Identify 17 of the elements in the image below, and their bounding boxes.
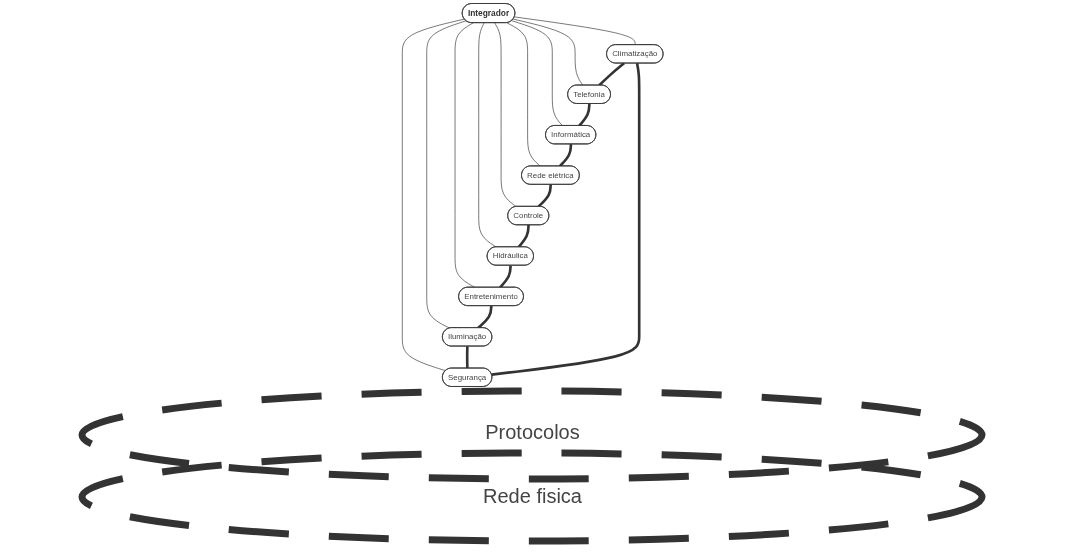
connector [494, 22, 517, 207]
connector [465, 346, 469, 369]
connector [506, 22, 541, 167]
connector [426, 20, 467, 329]
connector [511, 20, 563, 126]
connector [401, 18, 465, 371]
connector [478, 22, 497, 248]
connector [517, 224, 530, 248]
connector [454, 22, 475, 288]
connector [477, 305, 493, 329]
connector [498, 265, 512, 289]
connector [513, 16, 636, 46]
connector [578, 103, 591, 127]
connector [537, 184, 552, 208]
connector [512, 18, 584, 86]
connector [598, 62, 625, 87]
connector [491, 63, 641, 376]
